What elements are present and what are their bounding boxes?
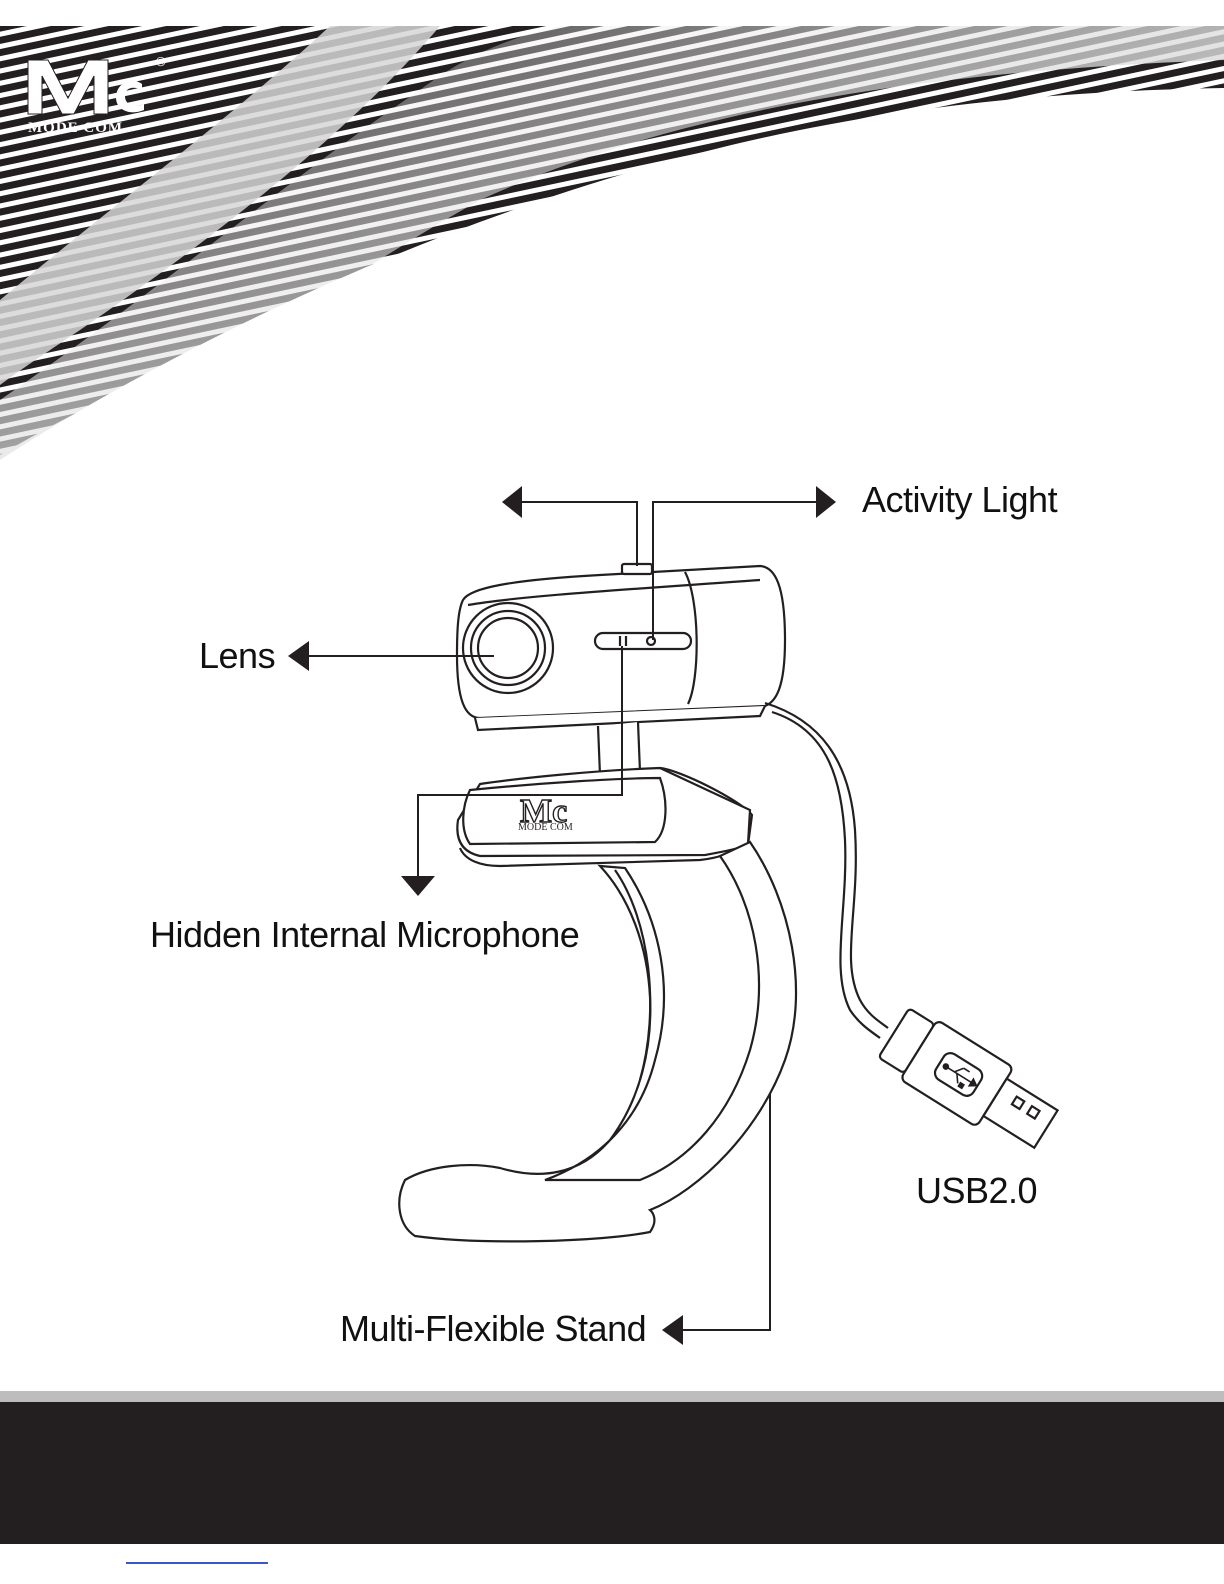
triangle-arrow-icon [401, 876, 435, 896]
lens-label: Lens [199, 636, 275, 676]
webcam-clip: Mc MODE COM [457, 768, 752, 866]
microphone-label: Hidden Internal Microphone [150, 915, 579, 955]
brand-logo: ® MODE COM [24, 54, 174, 138]
usb-label: USB2.0 [916, 1171, 1037, 1211]
footer-band [0, 1402, 1224, 1544]
footer-rule [0, 1391, 1224, 1402]
footer-link-underline [126, 1562, 268, 1564]
logo-wordmark: MODE COM [28, 120, 123, 137]
multi-flexible-stand [399, 842, 796, 1241]
triangle-arrow-icon [502, 486, 522, 518]
stand-label: Multi-Flexible Stand [340, 1309, 646, 1349]
activity-light-label: Activity Light [862, 480, 1057, 520]
registered-mark: ® [156, 54, 166, 69]
webcam-neck [598, 722, 640, 775]
logo-mark [24, 54, 174, 124]
header-stripes [0, 26, 1224, 540]
usb-plug [875, 1004, 1065, 1159]
clip-logo-text: MODE COM [518, 822, 573, 833]
triangle-arrow-icon [816, 486, 836, 518]
triangle-arrow-icon [288, 641, 309, 671]
leader-left-top [519, 502, 637, 566]
triangle-arrow-icon [662, 1315, 683, 1345]
